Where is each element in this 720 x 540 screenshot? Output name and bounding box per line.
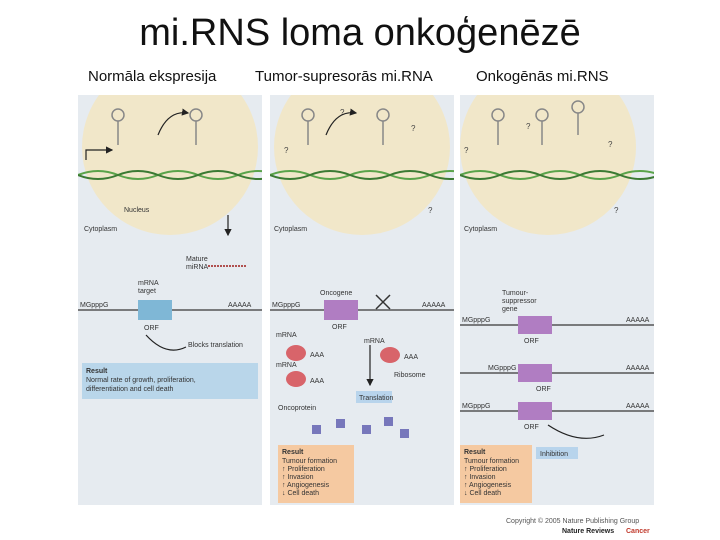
orf-label: ORF (332, 324, 347, 331)
cytoplasm-label: Cytoplasm (274, 226, 307, 233)
result-line: differentiation and cell death (86, 386, 174, 393)
result-line: Tumour formation (282, 458, 337, 465)
column-header-normal: Normāla ekspresija (88, 68, 217, 85)
result-line: ↑ Angiogenesis (464, 482, 512, 489)
result-title: Result (86, 368, 108, 375)
mrna-target-label-2: target (138, 288, 156, 295)
result-line: ↓ Cell death (282, 490, 319, 497)
question-mark: ? (428, 206, 433, 215)
panel-oncogenic: ? ? ? ? Cytoplasm Tumour- suppressor gen… (460, 95, 654, 505)
nucleus-label: Nucleus (124, 207, 150, 214)
mature-mirna-label: Mature (186, 256, 208, 263)
orf-label: ORF (144, 325, 159, 332)
column-header-oncogenic: Onkogēnās mi.RNS (476, 68, 609, 85)
cap-label: MGpppG (272, 302, 300, 309)
oncogene-box (324, 300, 358, 320)
oncoprotein-shapes (312, 417, 409, 438)
polya-label: AAAAA (626, 365, 650, 372)
result-line: Normal rate of growth, proliferation, (86, 377, 196, 384)
result-line: ↑ Angiogenesis (282, 482, 330, 489)
mirna-figure: Nucleus Cytoplasm Mature miRNA mRNA targ… (78, 95, 654, 535)
question-mark: ? (411, 124, 416, 133)
question-mark: ? (614, 206, 619, 215)
result-box (460, 445, 532, 503)
mature-mirna-label-2: miRNA (186, 264, 208, 271)
panel-tumor-suppressor: ? ? ? ? Cytoplasm Oncogene MGpppG AAAAA … (270, 95, 454, 505)
journal-sub: Cancer (626, 528, 650, 535)
inhibition-box (536, 447, 578, 459)
result-line: ↑ Proliferation (282, 466, 325, 473)
aaa-label: AAA (310, 378, 324, 385)
nucleus-shape (82, 95, 258, 235)
question-mark: ? (464, 146, 469, 155)
aaa-label: AAA (310, 352, 324, 359)
polya-label: AAAAA (422, 302, 446, 309)
translation-box (356, 391, 392, 403)
question-mark: ? (284, 146, 289, 155)
aaa-label: AAA (404, 354, 418, 361)
mrna-label: mRNA (276, 362, 297, 369)
result-title: Result (282, 449, 304, 456)
cap-label: MGpppG (462, 403, 490, 410)
slide-title: mi.RNS loma onkoģenēzē (139, 12, 581, 54)
orf-label: ORF (524, 424, 539, 431)
ribosome-label: Ribosome (394, 372, 426, 379)
column-header-tumor-suppressor: Tumor-supresorās mi.RNA (255, 68, 433, 85)
panel-normal: Nucleus Cytoplasm Mature miRNA mRNA targ… (78, 95, 262, 505)
result-line: ↑ Invasion (464, 474, 496, 481)
cap-label: MGpppG (488, 365, 516, 372)
mrna-label: mRNA (364, 338, 385, 345)
cytoplasm-label: Cytoplasm (84, 226, 117, 233)
result-box (278, 445, 354, 503)
blocks-translation-label: Blocks translation (188, 342, 243, 349)
tsg-label: Tumour- (502, 290, 529, 297)
inhibition-label: Inhibition (540, 451, 568, 458)
result-line: ↑ Invasion (282, 474, 314, 481)
result-line: ↑ Proliferation (464, 466, 507, 473)
dna-helix (78, 170, 262, 180)
ribosome-shape (286, 345, 306, 361)
mrna-strands (460, 316, 654, 420)
cytoplasm-label: Cytoplasm (464, 226, 497, 233)
oncoprotein-label: Oncoprotein (278, 405, 316, 412)
mrna-target-label: mRNA (138, 280, 159, 287)
orf-label: ORF (524, 338, 539, 345)
translation-label: Translation (359, 395, 393, 402)
mrna-label: mRNA (276, 332, 297, 339)
journal-name: Nature Reviews (562, 528, 614, 535)
cap-label: MGpppG (80, 302, 108, 309)
question-mark: ? (340, 108, 345, 117)
result-line: Tumour formation (464, 458, 519, 465)
polya-label: AAAAA (626, 317, 650, 324)
tsg-label-2: suppressor (502, 298, 537, 305)
result-box (82, 363, 258, 399)
tsg-label-3: gene (502, 306, 518, 313)
result-title: Result (464, 449, 486, 456)
orf-box (138, 300, 172, 320)
question-mark: ? (608, 140, 613, 149)
copyright: Copyright © 2005 Nature Publishing Group (506, 517, 639, 525)
result-line: ↓ Cell death (464, 490, 501, 497)
orf-label: ORF (536, 386, 551, 393)
polya-label: AAAAA (626, 403, 650, 410)
question-mark: ? (526, 122, 531, 131)
polya-label: AAAAA (228, 302, 252, 309)
cap-label: MGpppG (462, 317, 490, 324)
oncogene-label: Oncogene (320, 290, 352, 297)
